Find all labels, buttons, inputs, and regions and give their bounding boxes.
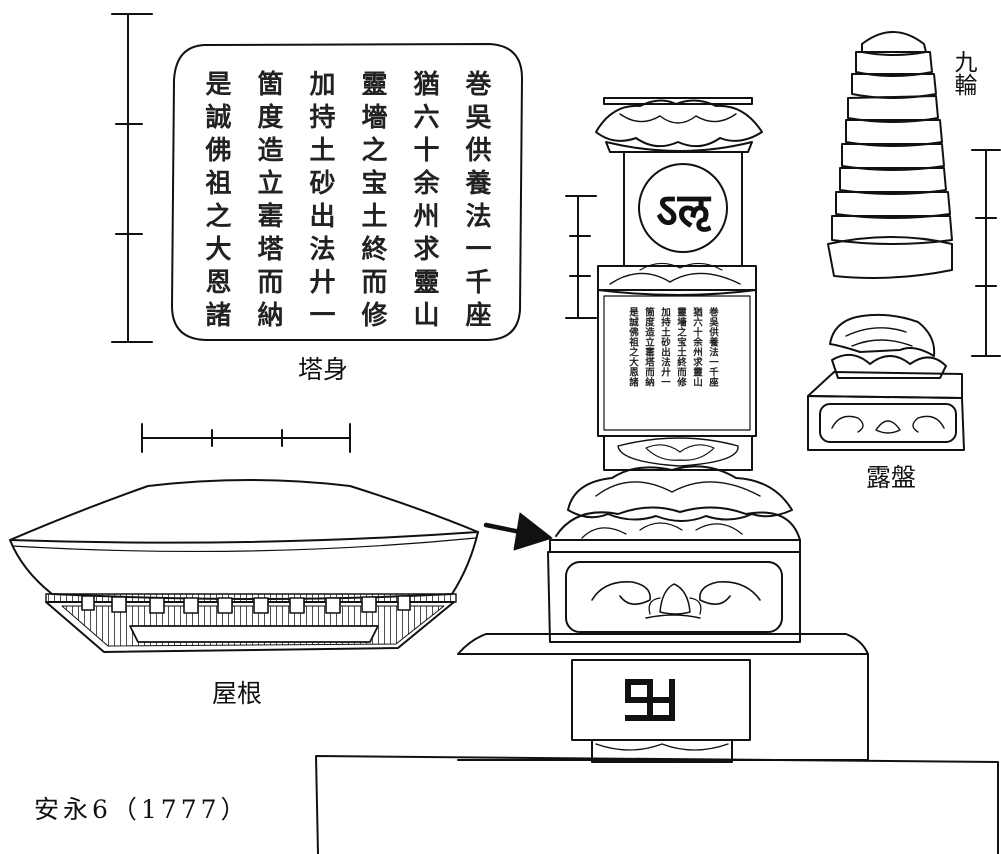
- siddham-seed-glyph: ऽऌ: [656, 183, 711, 237]
- mini-inscription-column: 猶六十余州求靈山: [691, 307, 702, 387]
- label-tower-body: 塔身: [298, 355, 349, 384]
- label-date: 安永6（1777）: [34, 795, 250, 824]
- scale-bar-left: [111, 13, 153, 343]
- inscription-column: 箇度造立寚塔而納: [253, 70, 283, 334]
- dew-basin-drawing: [807, 313, 965, 451]
- inscription-columns: 巻吳供養法一千座 猶六十余州求靈山 靈墻之宝土終而修 加持土砂出法廾一 箇度造立…: [170, 42, 522, 342]
- central-stupa: [315, 97, 999, 854]
- roof-drawing: [9, 479, 479, 653]
- label-roof: 屋根: [212, 679, 263, 708]
- mini-inscription-column: 靈墻之宝土終而修: [675, 307, 686, 387]
- inscription-column: 靈墻之宝土終而修: [357, 70, 387, 334]
- tower-body-inscription: 巻吳供養法一千座 猶六十余州求靈山 靈墻之宝土終而修 加持土砂出法廾一 箇度造立…: [602, 299, 742, 419]
- mini-inscription-column: 是誠佛祖之大恩諸: [627, 307, 638, 387]
- label-nine-rings: 九輪: [950, 50, 976, 96]
- manji-symbol: [625, 679, 675, 721]
- scale-bar-roof: [141, 423, 351, 453]
- nine-rings-drawing: [827, 31, 953, 279]
- mini-inscription-column: 加持土砂出法廾一: [659, 307, 670, 387]
- inscription-column: 巻吳供養法一千座: [461, 70, 491, 334]
- scale-bar-center: [565, 195, 597, 319]
- scale-bar-right: [971, 149, 1001, 357]
- mini-inscription-column: 巻吳供養法一千座: [707, 307, 718, 387]
- mini-inscription-column: 箇度造立寚塔而納: [643, 307, 654, 387]
- inscription-panel: 巻吳供養法一千座 猶六十余州求靈山 靈墻之宝土終而修 加持土砂出法廾一 箇度造立…: [170, 42, 522, 342]
- inscription-column: 加持土砂出法廾一: [305, 70, 335, 334]
- label-dew-basin: 露盤: [866, 463, 917, 492]
- inscription-column: 猶六十余州求靈山: [409, 70, 439, 334]
- right-arrow-icon: [483, 512, 553, 551]
- inscription-column: 是誠佛祖之大恩諸: [201, 70, 231, 334]
- inscription-panel-frame: [171, 43, 523, 341]
